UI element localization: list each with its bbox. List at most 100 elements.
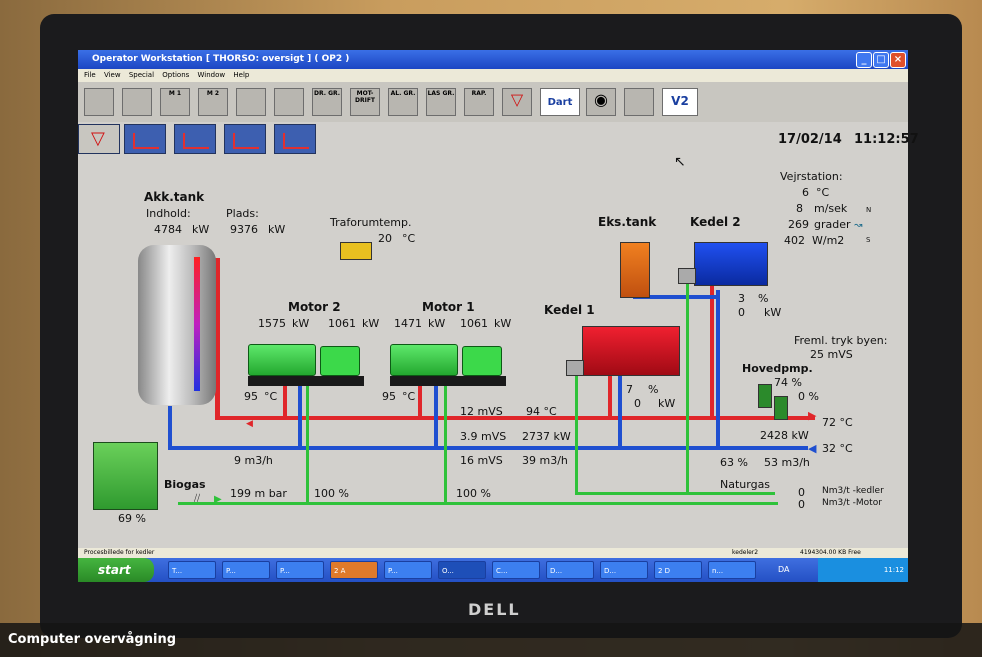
task-button[interactable]: n... <box>708 561 756 579</box>
motor1-temp: 95 <box>382 390 396 403</box>
return-pipe-eks <box>633 295 717 299</box>
menu-window[interactable]: Window <box>197 71 226 79</box>
menu-help[interactable]: Help <box>233 71 250 79</box>
pump-2[interactable] <box>774 396 788 420</box>
task-button[interactable]: D... <box>600 561 648 579</box>
trend-shortcut-3[interactable] <box>224 124 266 154</box>
status-left: Procesbillede for kedler <box>84 549 155 556</box>
kedel2-pct-unit: % <box>758 292 769 305</box>
alarm-button[interactable]: ▽ <box>502 88 532 116</box>
gauge-button[interactable]: ◉ <box>586 88 616 116</box>
trend-shortcut-2[interactable] <box>174 124 216 154</box>
las-gr-button[interactable]: LAS GR. <box>426 88 456 116</box>
task-button[interactable]: D... <box>546 561 594 579</box>
task-button-active[interactable]: O... <box>438 561 486 579</box>
trend-shortcut-4[interactable] <box>274 124 316 154</box>
flow-mvs-top: 12 mVS <box>460 405 503 418</box>
tray-clock[interactable]: 11:12 <box>883 566 904 574</box>
trend-button[interactable] <box>122 88 152 116</box>
photo-caption: Computer overvågning <box>0 623 982 657</box>
biogas-tank[interactable] <box>93 442 158 510</box>
kedel1-boiler[interactable] <box>582 326 680 376</box>
return-pipe-tank <box>168 406 172 446</box>
naturgas-title: Naturgas <box>720 478 771 491</box>
task-button[interactable]: P... <box>276 561 324 579</box>
mot-drift-button[interactable]: MOT-DRIFT <box>350 88 380 116</box>
weather-title: Vejrstation: <box>780 170 843 183</box>
dr-gr-button[interactable]: DR. GR. <box>312 88 342 116</box>
kedel2-boiler[interactable] <box>694 242 768 286</box>
weather-temp: 6 <box>802 186 809 199</box>
akk-plads-label: Plads: <box>226 207 259 220</box>
gas-pipe-k2 <box>686 282 689 494</box>
trend-shortcut-1[interactable] <box>124 124 166 154</box>
pump-button[interactable] <box>624 88 654 116</box>
motor2-title: Motor 2 <box>288 300 341 314</box>
motor2-temp-unit: °C <box>264 390 278 403</box>
language-indicator[interactable]: DA <box>778 565 790 574</box>
trend-toolbar: ▽ <box>78 122 908 158</box>
task-button[interactable]: 2 D <box>654 561 702 579</box>
return-main-pipe <box>168 446 808 450</box>
v2-button[interactable]: V2 <box>662 88 698 116</box>
motor1-button[interactable]: M 1 <box>160 88 190 116</box>
return-arrow-icon: ◀ <box>808 442 817 455</box>
eks-tank[interactable] <box>620 242 650 298</box>
task-button[interactable]: C... <box>492 561 540 579</box>
close-button[interactable]: × <box>890 52 906 68</box>
naturgas-kedler-value: 0 <box>798 486 805 499</box>
supply-pipe-m1 <box>418 380 422 418</box>
kedel1-kw: 0 <box>634 397 641 410</box>
trafo-value: 20 <box>378 232 392 245</box>
menu-special[interactable]: Special <box>128 71 155 79</box>
tank-level-bar <box>194 257 200 391</box>
return-pipe-k2 <box>716 290 720 446</box>
wind-arrow-icon: ↝ <box>854 220 863 231</box>
fremtryk-label: Freml. tryk byen: <box>794 334 888 347</box>
maximize-button[interactable]: □ <box>873 52 889 68</box>
menu-view[interactable]: View <box>103 71 121 79</box>
task-button[interactable]: 2 A <box>330 561 378 579</box>
kedel1-pct: 7 <box>626 383 633 396</box>
weather-wind: 8 <box>796 202 803 215</box>
chart-icon <box>133 133 159 149</box>
level-button[interactable] <box>274 88 304 116</box>
flow-kw-mid: 2737 kW <box>522 430 571 443</box>
start-button[interactable]: start <box>78 558 154 582</box>
window-titlebar: Operator Workstation [ THORSO: oversigt … <box>78 50 908 69</box>
motor1-u2: kW <box>494 317 512 330</box>
motor2-unit[interactable] <box>248 332 364 390</box>
return-pipe-k1 <box>618 370 622 446</box>
task-button[interactable]: T... <box>168 561 216 579</box>
motor2-u2: kW <box>362 317 380 330</box>
menu-file[interactable]: File <box>84 71 96 79</box>
rap-button[interactable]: RAP. <box>464 88 494 116</box>
page-button[interactable] <box>236 88 266 116</box>
task-button[interactable]: P... <box>384 561 432 579</box>
menu-options[interactable]: Options <box>162 71 190 79</box>
motor2-v1: 1575 <box>258 317 286 330</box>
window-title: Operator Workstation [ THORSO: oversigt … <box>92 54 350 64</box>
pump-1[interactable] <box>758 384 772 408</box>
supply-arrow-left-icon: ◀ <box>246 419 253 429</box>
system-tray: 11:12 <box>818 558 908 582</box>
motor2-button[interactable]: M 2 <box>198 88 228 116</box>
time-display: 11:12:57 <box>854 132 919 147</box>
akk-tank[interactable] <box>138 245 216 405</box>
motor1-unit[interactable] <box>390 332 506 390</box>
kedel2-kw: 0 <box>738 306 745 319</box>
kedel2-title: Kedel 2 <box>690 215 741 229</box>
alarm-shortcut-button[interactable]: ▽ <box>78 124 120 154</box>
biogas-pct1: 100 % <box>314 487 349 500</box>
minimize-button[interactable]: _ <box>856 52 872 68</box>
generator-icon <box>248 344 316 376</box>
flow-m3h-low: 39 m3/h <box>522 454 568 467</box>
supply-main-pipe <box>215 416 815 420</box>
motor1-v2: 1061 <box>460 317 488 330</box>
task-button[interactable]: P... <box>222 561 270 579</box>
dart-button[interactable]: Dart <box>540 88 580 116</box>
al-gr-button[interactable]: AL. GR. <box>388 88 418 116</box>
gas-main-pipe <box>178 502 778 505</box>
gas-pipe-m2 <box>306 380 309 504</box>
overview-button[interactable] <box>84 88 114 116</box>
